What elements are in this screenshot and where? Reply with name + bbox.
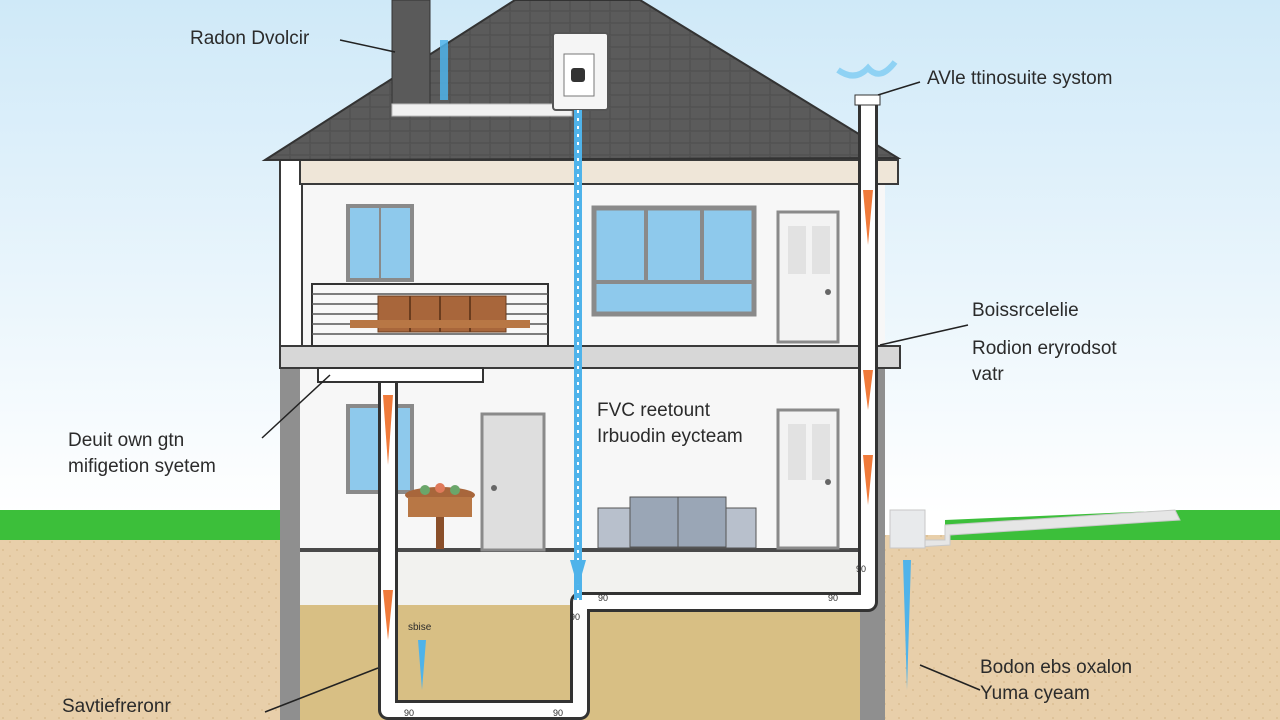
bottom-left-label: Savtiefreronr (62, 696, 171, 717)
pipe-tag-left: sbise (408, 622, 432, 633)
center-line-1: FVC reetount (597, 400, 710, 421)
left-mid-label: Deuit own gtn mifigetion syetem (68, 428, 216, 480)
radon-vent-pipe-icon (378, 95, 878, 720)
eave-band (299, 159, 899, 185)
balcony-rail (311, 283, 549, 347)
grass-left (0, 510, 280, 540)
bottom-right-label: Bodon ebs oxalon Yuma cyeam (980, 655, 1132, 707)
pipe-tag: 90 (553, 708, 564, 718)
sofa (597, 496, 757, 549)
table-plant (405, 483, 475, 549)
bottom-right-line-2: Yuma cyeam (980, 683, 1090, 704)
left-mid-line-1: Deuit own gtn (68, 430, 185, 451)
grass-right (945, 510, 1280, 540)
fan-unit-icon (552, 32, 609, 111)
pipe-tag: 90 (856, 564, 867, 574)
right-mid-line-2: Rodion eryrodsot (972, 338, 1117, 359)
radon-detector-label: Radon Dvolcir (190, 28, 310, 49)
right-mid-line-3: vatr (972, 364, 1004, 385)
pipe-tag: 90 (828, 593, 839, 603)
right-mid-line-1: Boissrcelelie (972, 300, 1079, 321)
right-mid-label: Boissrcelelie Rodion eryrodsot vatr (972, 298, 1117, 388)
center-label: FVC reetount Irbuodin eycteam (597, 398, 743, 450)
center-line-2: Irbuodin eycteam (597, 426, 743, 447)
chimney (391, 0, 431, 111)
upper-wall-left (279, 159, 303, 351)
pipe-tag: 90 (404, 708, 415, 718)
active-system-label: AVle ttinosuite systom (927, 68, 1113, 89)
exterior-box (889, 509, 926, 549)
floor-slab (279, 345, 901, 369)
foundation-left (280, 348, 300, 720)
left-mid-line-2: mifigetion syetem (68, 456, 216, 477)
pipe-tag: 90 (570, 612, 581, 622)
bottom-right-line-1: Bodon ebs oxalon (980, 657, 1133, 678)
airflow-arrow-icon (383, 190, 873, 640)
pipe-tag: 90 (598, 593, 609, 603)
